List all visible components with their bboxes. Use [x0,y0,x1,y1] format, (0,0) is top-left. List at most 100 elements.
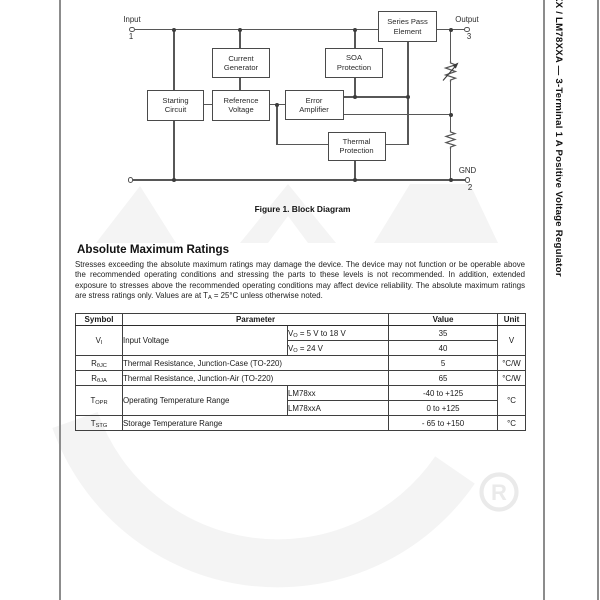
condition-text: V [288,328,294,338]
wire [201,103,213,106]
symbol-sub: θJC [96,362,107,369]
junction-dot [406,94,410,99]
table-row: TOPR Operating Temperature Range LM78xx … [75,385,527,416]
header-symbol: Symbol [75,313,123,326]
block-label: Current [228,53,254,63]
wire [383,144,409,146]
pin-gnd-number: 2 [467,182,473,192]
block-label: Element [393,26,422,36]
unit-cell: °C [497,385,527,416]
value-cell: 40 [388,340,499,356]
condition-cell: LM78xx [286,385,390,401]
figure-caption: Figure 1. Block Diagram [254,204,351,214]
block-label: Reference [223,95,259,105]
wire [407,39,409,145]
condition-sub: O [293,347,298,354]
block-label: SOA [345,53,363,63]
wire [132,179,467,181]
page-border-left [59,0,61,600]
symbol-base: T [90,418,96,428]
wire [276,104,278,145]
symbol-sub: I [100,340,103,347]
section-heading: Absolute Maximum Ratings [77,243,230,256]
wire [354,74,356,98]
block-reference-voltage: Reference Voltage [212,90,270,121]
input-terminal-circle [129,26,135,33]
value-cell: - 65 to +150 [388,415,499,431]
unit-cell: °C [497,415,527,431]
block-label: Amplifier [299,105,329,114]
block-starting-circuit: Starting Circuit [147,90,204,121]
symbol-sub: STG [95,422,108,429]
value-cell: 0 to +125 [388,400,499,416]
parameter-cell: Thermal Resistance, Junction-Air (TO-220… [121,370,390,386]
side-title: XX / LM78XXA — 3-Terminal 1 A Positive V… [553,0,564,277]
pin-output-label: Output [455,14,479,24]
wire [276,144,329,146]
wire [354,158,356,180]
symbol-cell: TOPR [75,385,123,416]
bottom-left-terminal-circle [127,177,134,183]
table-row: VI Input Voltage VO = 5 V to 18 V 35 V [75,325,527,356]
symbol-base: R [91,358,97,368]
condition-text: V [288,343,294,353]
block-label: Protection [336,62,372,72]
table-header-row: Symbol Parameter Value Unit [75,313,527,326]
junction-dot [448,112,453,117]
pin-input-label: Input [123,14,141,24]
wire [354,29,356,49]
block-soa-protection: SOA Protection [325,48,383,78]
block-label: Starting [162,95,189,105]
block-label: Circuit [164,105,187,115]
output-terminal-circle [464,26,470,33]
unit-cell: V [497,325,527,356]
symbol-cell: RθJA [75,370,123,386]
condition-text: = 5 V to 18 V [297,328,346,338]
wire [134,28,467,31]
registered-trademark-icon [479,472,519,512]
wire [449,29,452,180]
wire [239,29,241,49]
symbol-cell: RθJC [75,355,123,371]
symbol-sub: OPR [95,400,108,407]
gnd-terminal-circle [464,177,471,183]
block-error-amplifier: Error Amplifier [284,90,344,120]
parameter-cell: Thermal Resistance, Junction-Case (TO-22… [121,355,390,371]
table-row: RθJC Thermal Resistance, Junction-Case (… [75,355,527,371]
paragraph-text: Stresses exceeding the absolute maximum … [75,260,525,301]
resistor-icon [444,130,457,149]
wire [341,96,408,98]
junction-dot [238,27,242,32]
symbol-base: T [90,396,96,405]
junction-dot [353,178,357,182]
junction-dot [448,27,453,32]
wire [341,113,451,116]
symbol-base: V [95,336,101,345]
parameter-cell: Storage Temperature Range [121,415,390,431]
registered-trademark-letter: R [491,480,507,505]
pin-gnd-label: GND [458,165,477,175]
watermark-letter-shape [240,184,336,243]
header-value: Value [388,313,499,326]
junction-dot [172,178,176,182]
unit-cell: °C/W [497,355,527,371]
table-row: TSTG Storage Temperature Range - 65 to +… [75,415,527,431]
block-label: Generator [223,63,259,72]
ratings-paragraph: Stresses exceeding the absolute maximum … [75,260,525,301]
junction-dot [353,94,357,99]
value-cell: 35 [388,325,499,341]
header-parameter: Parameter [121,313,390,326]
block-label: Error [305,95,323,105]
unit-cell: °C/W [497,370,527,386]
paragraph-subscript: A [207,295,212,302]
condition-cell: LM78xxA [286,400,390,416]
parameter-cell: Operating Temperature Range [122,385,288,416]
symbol-cell: TSTG [75,415,123,431]
junction-dot [275,102,279,107]
variable-resistor-icon [441,61,460,82]
block-label: Thermal [342,136,371,146]
paragraph-text-cont: = 25°C unless otherwise noted. [211,291,323,301]
watermark-letter-shape [96,186,176,243]
